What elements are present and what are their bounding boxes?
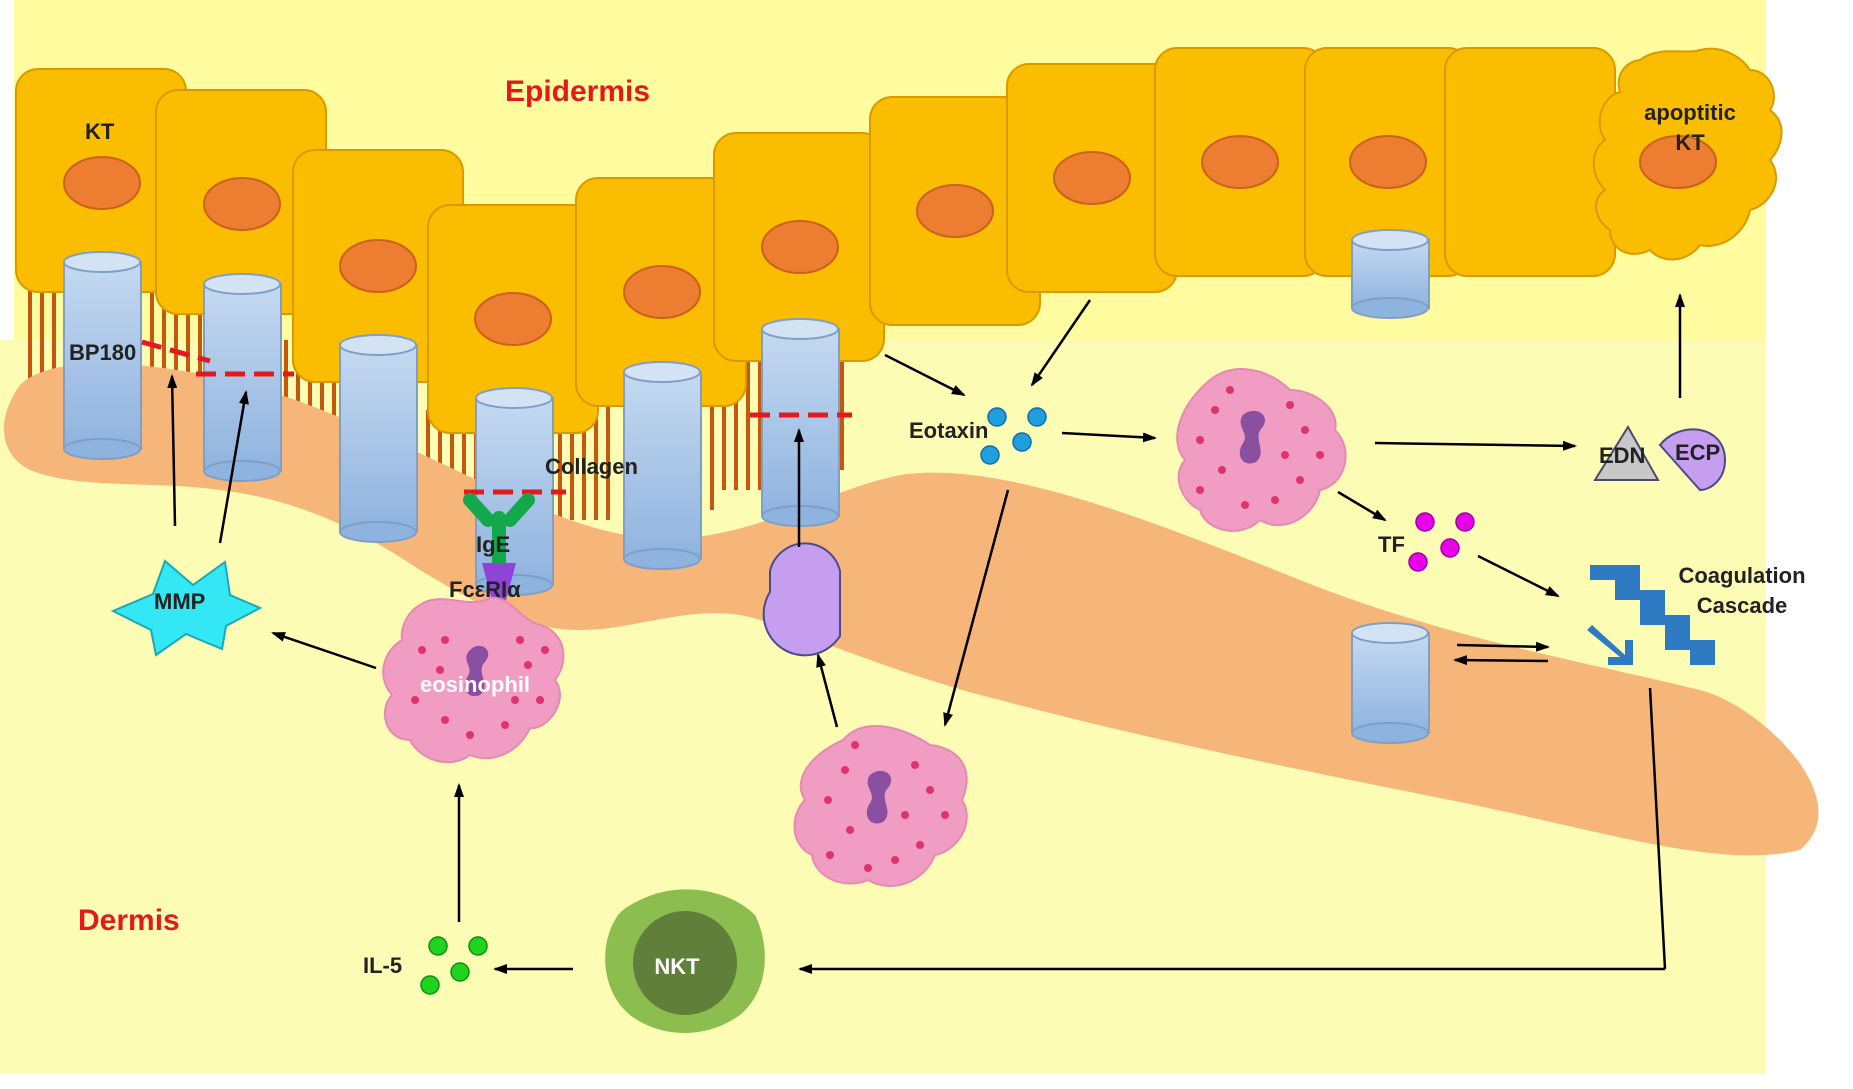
- right-white-area: [1766, 0, 1853, 1084]
- ige-label: IgE: [476, 532, 510, 557]
- ecp-right: [1658, 428, 1727, 492]
- dermis-label: Dermis: [78, 904, 180, 937]
- mmp-label: MMP: [154, 589, 205, 614]
- mmp-star: [110, 559, 263, 657]
- cylinder-6: [761, 318, 840, 527]
- arrow-cylinder-to-coagulation: [1456, 641, 1550, 652]
- nkt-cell: [605, 889, 765, 1034]
- nucleus-11: [1639, 135, 1717, 189]
- arrow-eotaxin-to-eosinophil-right: [1061, 431, 1157, 443]
- tf-dots: [1408, 512, 1475, 572]
- nucleus-10: [1349, 135, 1427, 189]
- ecp-granule-protein: [762, 542, 841, 657]
- collagen-label: Collagen: [545, 454, 638, 479]
- nucleus-8: [1053, 151, 1131, 205]
- coagulation-label-line1: Coagulation: [1678, 563, 1805, 588]
- nuclei: [63, 135, 1717, 346]
- edn-triangle: [1593, 425, 1660, 481]
- bp180-label: BP180: [69, 340, 136, 365]
- arrow-eotaxin-to-eosinophil-lower: [943, 489, 1010, 727]
- arrow-eosinophil-to-mmp: [271, 631, 377, 670]
- arrow-mmp-to-bp180-2: [218, 390, 249, 544]
- arrow-keratinocyte7-to-eotaxin: [1030, 299, 1092, 387]
- cylinder-8: [1351, 622, 1430, 744]
- arrow-eosinophil-to-tf: [1337, 490, 1387, 522]
- cylinder-3: [339, 334, 418, 543]
- eotaxin-label: Eotaxin: [909, 418, 988, 443]
- apoptotic-kt-label-line1: apoptitic: [1644, 100, 1736, 125]
- ecp-label: ECP: [1675, 440, 1720, 465]
- fceri-label: FcεRIα: [449, 577, 521, 602]
- nucleus-1: [63, 156, 141, 210]
- epidermis-label: Epidermis: [505, 75, 650, 108]
- cleavage-lines: [141, 339, 852, 495]
- cleavage-line-1: [141, 339, 211, 364]
- il5-label: IL-5: [363, 953, 402, 978]
- eosinophil-right: [1176, 368, 1347, 532]
- eosinophil-label: eosinophil: [420, 672, 530, 697]
- arrow-coagulation-to-nkt: [1648, 687, 1667, 970]
- edn-label: EDN: [1599, 443, 1645, 468]
- ige-antibody: [463, 493, 535, 570]
- arrow-keratinocyte-to-eotaxin: [884, 353, 966, 397]
- nucleus-4: [474, 292, 552, 346]
- nucleus-5: [623, 265, 701, 319]
- nucleus-9: [1201, 135, 1279, 189]
- cylinder-2: [203, 273, 282, 482]
- collagen-cylinders: [63, 229, 1430, 744]
- cylinder-7: [1351, 229, 1430, 319]
- arrow-mmp-to-bp180-1: [167, 374, 178, 527]
- nucleus-7: [916, 184, 994, 238]
- cylinder-5: [623, 361, 702, 570]
- nucleus-3: [339, 239, 417, 293]
- kt-label: KT: [85, 119, 115, 144]
- nucleus-6: [761, 220, 839, 274]
- eotaxin-dots: [980, 407, 1047, 465]
- tf-label: TF: [1378, 532, 1405, 557]
- coagulation-label-line2: Cascade: [1697, 593, 1788, 618]
- arrow-eosinophil-to-ecp: [816, 653, 839, 728]
- apoptotic-kt-label-line2: KT: [1675, 130, 1705, 155]
- cylinder-1: [63, 251, 142, 460]
- arrows: [167, 293, 1685, 974]
- arrow-eosinophil-to-edn: [1374, 440, 1577, 451]
- fceri-receptor: [482, 563, 516, 600]
- nkt-label: NKT: [654, 954, 700, 979]
- eosinophil-lower: [793, 725, 968, 887]
- eosinophil-main: [382, 596, 565, 764]
- nucleus-2: [203, 177, 281, 231]
- coagulation-cascade-icon: [1587, 565, 1715, 665]
- keratinocyte-11: [1444, 47, 1616, 277]
- arrow-coagulation-to-cylinder: [1453, 655, 1549, 666]
- arrow-tf-to-coagulation: [1477, 554, 1560, 598]
- il5-dots: [420, 936, 488, 995]
